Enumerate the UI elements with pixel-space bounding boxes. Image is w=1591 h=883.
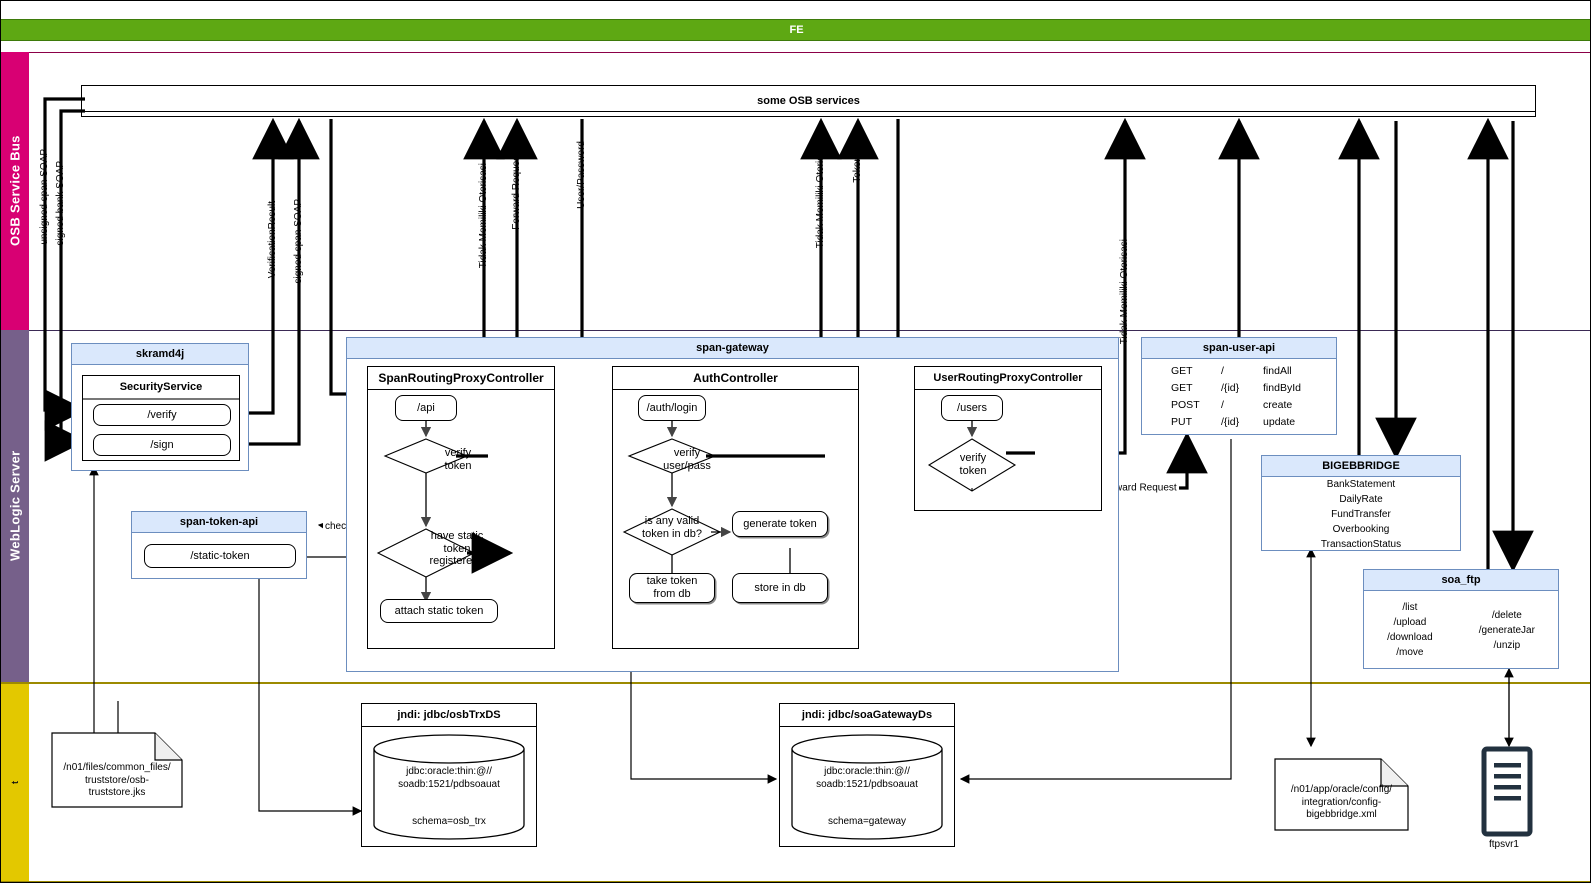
table-row: GET /{id} findById — [1171, 381, 1301, 394]
separator-bottom — [1, 682, 1590, 684]
separator-osb — [29, 52, 1590, 53]
endpoint-api[interactable]: /api — [395, 395, 457, 421]
band-bottom-label: t — [10, 781, 20, 784]
list-item: /move — [1396, 647, 1424, 658]
security-service-box: SecurityService /verify /sign — [82, 375, 240, 461]
label-tidak-memiliki-otorisasi-3: Tidak Memiliki Otorisasi — [1119, 239, 1130, 345]
list-item: /download — [1387, 632, 1433, 643]
soa-gateway-url: jdbc:oracle:thin:@// soadb:1521/pdbsoaua… — [816, 766, 918, 790]
label-check: check — [323, 521, 354, 532]
security-service-title: SecurityService — [83, 376, 239, 400]
label-token: Token — [852, 156, 863, 183]
skramd4j-title: skramd4j — [72, 344, 248, 365]
list-item: /generateJar — [1478, 624, 1535, 636]
list-item: TransactionStatus — [1320, 538, 1402, 550]
decision-verify-user-pass: verify user/pass — [663, 447, 711, 472]
label-tidak-memiliki-otorisasi-1: Tidak Memiliki Otorisasi — [478, 163, 489, 269]
package-soa-ftp[interactable]: soa_ftp /list /upload /download /move /d… — [1363, 569, 1559, 669]
list-item: BankStatement — [1326, 478, 1396, 490]
label-forward-request-top: Forward Request — [511, 153, 522, 230]
span-user-api-endpoints-table: GET / findAll GET /{id} findById POST / … — [1169, 362, 1309, 433]
user-routing-proxy-title: UserRoutingProxyController — [915, 367, 1101, 390]
osb-trx-schema: schema=osb_trx — [412, 816, 486, 827]
node-ftpsvr1[interactable]: ftpsvr1 — [1481, 746, 1539, 856]
band-osb-service-bus: OSB Service Bus — [1, 52, 29, 330]
auth-controller-title: AuthController — [613, 367, 858, 390]
action-take-token-from-db[interactable]: take token from db — [629, 573, 715, 603]
span-gateway-title: span-gateway — [347, 338, 1118, 359]
list-item: DailyRate — [1339, 493, 1383, 505]
osb-trx-url: jdbc:oracle:thin:@// soadb:1521/pdbsoaua… — [398, 766, 500, 790]
package-span-user-api[interactable]: span-user-api GET / findAll GET /{id} fi… — [1141, 337, 1337, 435]
band-bottom-layer: t — [1, 682, 29, 882]
band-weblogic-label: WebLogic Server — [7, 450, 23, 562]
decision-any-valid-token: is any valid token in db? — [642, 515, 702, 540]
separator-weblogic — [29, 330, 1590, 331]
band-fe-label: FE — [789, 24, 804, 36]
package-bigebbridge[interactable]: BIGEBBRIDGE BankStatement DailyRate Fund… — [1261, 455, 1461, 551]
decision-verify-token-urpc: verify token — [959, 452, 987, 477]
some-osb-services-label: some OSB services — [757, 95, 860, 107]
soa-gateway-cylinder — [791, 734, 943, 840]
package-span-token-api[interactable]: span-token-api /static-token — [131, 511, 307, 579]
band-weblogic-server: WebLogic Server — [1, 330, 29, 682]
list-item: /list — [1402, 602, 1418, 613]
table-row: PUT /{id} update — [1171, 416, 1296, 429]
package-skramd4j[interactable]: skramd4j SecurityService /verify /sign — [71, 343, 249, 471]
note-truststore-file: /n01/files/common_files/ truststore/osb-… — [51, 732, 183, 808]
span-user-api-title: span-user-api — [1142, 338, 1336, 359]
label-unsigned-span-soap: unsigned span SOAP — [39, 149, 50, 245]
soa-ftp-title: soa_ftp — [1364, 570, 1558, 591]
note-bigebbridge-config-file: /n01/app/oracle/config/ integration/conf… — [1274, 758, 1409, 831]
list-item: Overbooking — [1332, 523, 1390, 535]
action-generate-token[interactable]: generate token — [732, 511, 828, 537]
span-token-api-title: span-token-api — [132, 512, 306, 533]
table-row: GET / findAll — [1171, 364, 1292, 377]
separator-bottom-2 — [1, 881, 1590, 882]
controller-user-routing-proxy[interactable]: UserRoutingProxyController — [914, 366, 1102, 511]
list-item: /unzip — [1493, 639, 1521, 651]
soa-ftp-left-ops: /list /upload /download /move — [1387, 600, 1433, 660]
table-row: POST / create — [1171, 399, 1293, 411]
band-fe: FE — [1, 19, 1590, 41]
label-tidak-memiliki-otorisasi-2: Tidak Memiliki Otorisasi — [815, 143, 826, 249]
soa-ftp-right-ops: /delete /generateJar /unzip — [1479, 608, 1535, 653]
endpoint-verify[interactable]: /verify — [93, 404, 231, 426]
decision-verify-token-srpc: verify token — [444, 447, 472, 472]
bigebbridge-config-file-text: /n01/app/oracle/config/ integration/conf… — [1290, 784, 1393, 820]
action-attach-static-token[interactable]: attach static token — [380, 599, 498, 623]
osb-trx-cylinder — [373, 734, 525, 840]
label-verification-result: VerificationResult — [267, 201, 278, 279]
decision-have-static-token: have static token registered? — [429, 530, 485, 568]
list-item: /delete — [1491, 609, 1522, 621]
endpoint-sign[interactable]: /sign — [93, 434, 231, 456]
span-routing-proxy-title: SpanRoutingProxyController — [368, 367, 554, 390]
truststore-file-text: /n01/files/common_files/ truststore/osb-… — [63, 762, 171, 798]
endpoint-users[interactable]: /users — [941, 395, 1003, 421]
list-item: /upload — [1393, 617, 1427, 628]
list-item: FundTransfer — [1331, 508, 1391, 520]
endpoint-auth-login[interactable]: /auth/login — [638, 395, 706, 421]
some-osb-services-box[interactable]: some OSB services — [81, 85, 1536, 117]
auth-shapes — [622, 421, 825, 593]
srpc-shapes — [376, 421, 514, 603]
label-signed-bank-soap: signed bank SOAP — [55, 161, 66, 246]
bigebbridge-services: BankStatement DailyRate FundTransfer Ove… — [1321, 477, 1401, 552]
soa-gateway-schema: schema=gateway — [827, 816, 907, 827]
osb-services-inner-line — [81, 111, 1536, 112]
soa-gateway-title: jndi: jdbc/soaGatewayDs — [780, 704, 954, 727]
action-store-in-db[interactable]: store in db — [732, 573, 828, 603]
osb-trx-title: jndi: jdbc/osbTrxDS — [362, 704, 536, 727]
endpoint-static-token[interactable]: /static-token — [144, 544, 296, 568]
bigebbridge-title: BIGEBBRIDGE — [1262, 456, 1460, 477]
urpc-shapes — [927, 421, 1035, 492]
label-forward-request-user: Forward Request — [1098, 482, 1179, 494]
label-signed-span-soap: signed span SOAP — [293, 199, 304, 284]
ftpsvr1-label: ftpsvr1 — [1488, 839, 1519, 850]
band-osb-label: OSB Service Bus — [7, 135, 23, 247]
label-user-password: User/Password — [576, 141, 587, 209]
